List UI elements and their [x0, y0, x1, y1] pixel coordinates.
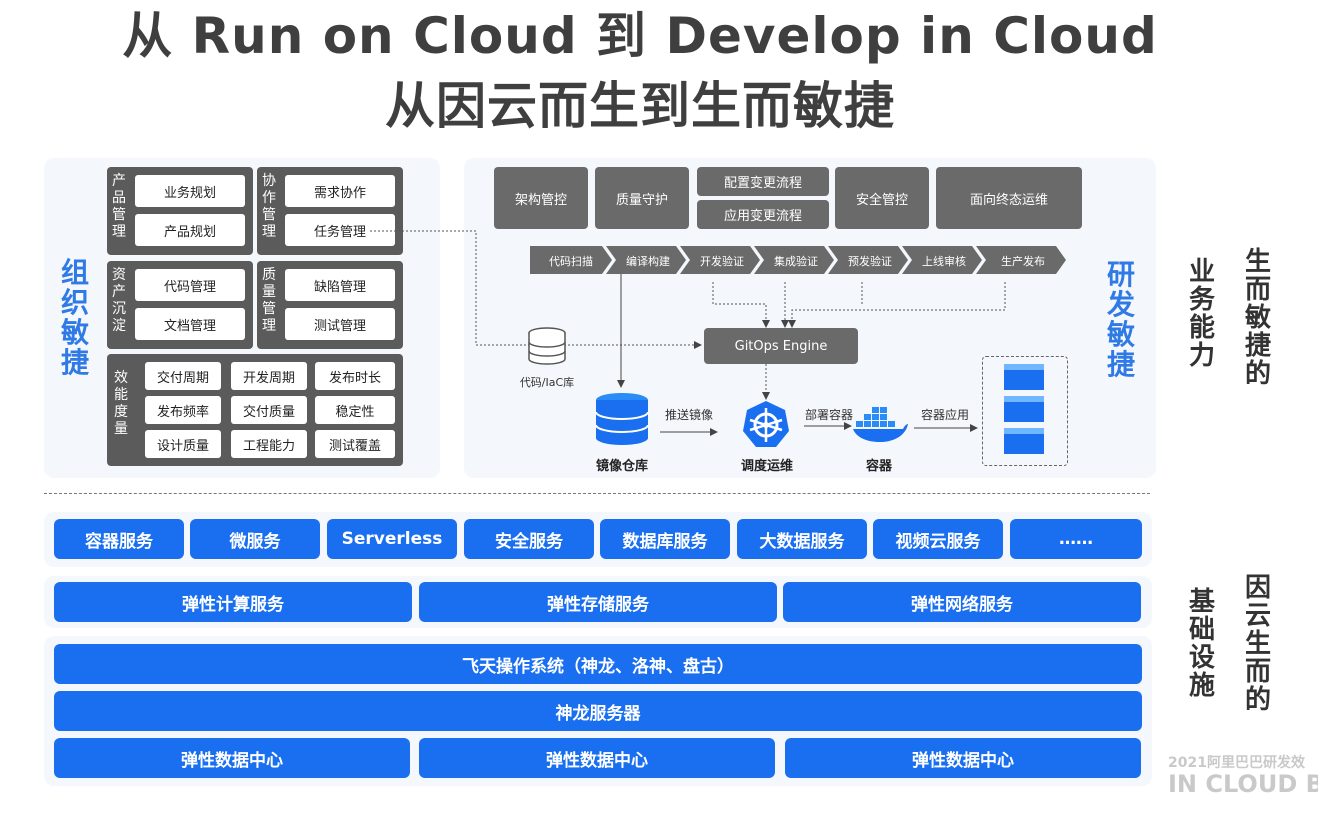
- service-security[interactable]: 安全服务: [464, 519, 594, 559]
- box-security-control[interactable]: 安全管控: [835, 167, 929, 229]
- code-repo-label: 代码/IaC库: [519, 376, 575, 389]
- pipeline-stage[interactable]: 预发验证: [848, 255, 892, 268]
- pipeline-arrows: [530, 246, 1066, 274]
- connector-release-to-gitops: [788, 282, 1006, 328]
- group-product-management: 产品管理 业务规划 产品规划: [107, 167, 253, 255]
- group-label: 协作管理: [262, 173, 276, 240]
- item-task-management[interactable]: 任务管理: [285, 214, 395, 246]
- container-app-icons: [1004, 364, 1044, 454]
- metric-item[interactable]: 设计质量: [145, 430, 221, 458]
- service-serverless[interactable]: Serverless: [327, 519, 457, 559]
- metric-item[interactable]: 发布频率: [145, 396, 221, 424]
- item-business-planning[interactable]: 业务规划: [135, 175, 245, 207]
- item-defect-management[interactable]: 缺陷管理: [285, 269, 395, 301]
- container-label: 容器: [865, 459, 892, 474]
- service-bigdata[interactable]: 大数据服务: [737, 519, 867, 559]
- group-label: 质量管理: [262, 267, 276, 334]
- schedule-ops-label: 调度运维: [740, 459, 793, 474]
- service-microservice[interactable]: 微服务: [190, 519, 320, 559]
- group-label: 资产沉淀: [112, 267, 126, 334]
- item-code-management[interactable]: 代码管理: [135, 269, 245, 301]
- pipeline-stage-shape: [754, 246, 834, 274]
- box-quality-guard[interactable]: 质量守护: [595, 167, 689, 229]
- box-architecture-control[interactable]: 架构管控: [494, 167, 588, 229]
- elastic-datacenter[interactable]: 弹性数据中心: [419, 738, 775, 778]
- service-container[interactable]: 容器服务: [54, 519, 184, 559]
- service-elastic-storage[interactable]: 弹性存储服务: [419, 582, 777, 622]
- elastic-datacenter[interactable]: 弹性数据中心: [785, 738, 1141, 778]
- dev-agile-label: 研发敏捷: [1106, 258, 1135, 381]
- group-label: 效能度量: [114, 370, 128, 437]
- pipeline-stage-shape: [976, 246, 1066, 274]
- group-collaboration-management: 协作管理 需求协作 任务管理: [257, 167, 403, 255]
- pipeline-stage-shape: [606, 246, 686, 274]
- gitops-engine-box[interactable]: GitOps Engine: [704, 328, 858, 364]
- business-capability-label: 业务能力: [1188, 257, 1215, 371]
- database-icon: [528, 327, 566, 365]
- title-line-2: 从因云而生到生而敏捷: [385, 77, 895, 135]
- metric-item[interactable]: 交付周期: [145, 362, 221, 390]
- pipeline-stage-shape: [902, 246, 982, 274]
- item-test-management[interactable]: 测试管理: [285, 308, 395, 340]
- service-more[interactable]: ……: [1010, 519, 1142, 559]
- item-product-planning[interactable]: 产品规划: [135, 214, 245, 246]
- pipeline-stage[interactable]: 代码扫描: [549, 255, 593, 268]
- pipeline: 代码扫描 编译构建 开发验证 集成验证 预发验证 上线审核 生产发布: [530, 246, 1070, 274]
- elastic-datacenter[interactable]: 弹性数据中心: [54, 738, 410, 778]
- watermark-line-2: IN CLOUD BE A: [1168, 770, 1318, 798]
- group-asset-accumulation: 资产沉淀 代码管理 文档管理: [107, 261, 253, 349]
- item-requirement-collab[interactable]: 需求协作: [285, 175, 395, 207]
- watermark-line-1: 2021阿里巴巴研发效: [1168, 755, 1305, 771]
- title-line-1: 从 Run on Cloud 到 Develop in Cloud: [122, 7, 1158, 65]
- metric-item[interactable]: 交付质量: [231, 396, 307, 424]
- pipeline-stage[interactable]: 集成验证: [774, 255, 818, 268]
- image-repo-label: 镜像仓库: [595, 459, 648, 474]
- metric-item[interactable]: 测试覆盖: [315, 430, 395, 458]
- cloud-born-label: 因云生而的: [1244, 573, 1271, 715]
- pipeline-stage-shape: [828, 246, 908, 274]
- org-agile-label: 组织敏捷: [60, 256, 89, 379]
- metric-item[interactable]: 发布时长: [315, 362, 395, 390]
- kubernetes-icon: [743, 401, 789, 447]
- service-video-cloud[interactable]: 视频云服务: [873, 519, 1003, 559]
- deploy-container-label: 部署容器: [804, 408, 853, 422]
- container-app-label: 容器应用: [920, 408, 969, 422]
- metric-item[interactable]: 工程能力: [231, 430, 307, 458]
- born-agile-label: 生而敏捷的: [1244, 247, 1271, 389]
- container-apps-group: [982, 356, 1068, 466]
- pipeline-stage-shape: [680, 246, 760, 274]
- pipeline-stage[interactable]: 上线审核: [922, 255, 966, 268]
- push-image-label: 推送镜像: [664, 408, 713, 422]
- box-app-change-flow[interactable]: 应用变更流程: [697, 200, 829, 229]
- shenlong-server[interactable]: 神龙服务器: [54, 691, 1142, 731]
- container-box-icon: [1004, 428, 1044, 454]
- group-quality-management: 质量管理 缺陷管理 测试管理: [257, 261, 403, 349]
- metric-item[interactable]: 开发周期: [231, 362, 307, 390]
- image-repository-icon: [595, 393, 649, 445]
- item-doc-management[interactable]: 文档管理: [135, 308, 245, 340]
- divider: [44, 493, 1150, 494]
- metric-item[interactable]: 稳定性: [315, 396, 395, 424]
- container-box-icon: [1004, 364, 1044, 390]
- pipeline-stage-shape: [530, 246, 612, 274]
- pipeline-stage[interactable]: 开发验证: [700, 255, 744, 268]
- feitian-os[interactable]: 飞天操作系统（神龙、洛神、盘古）: [54, 644, 1142, 684]
- box-end-state-ops[interactable]: 面向终态运维: [936, 167, 1082, 229]
- service-elastic-network[interactable]: 弹性网络服务: [783, 582, 1141, 622]
- connector-verify-to-gitops: [712, 282, 770, 328]
- service-database[interactable]: 数据库服务: [600, 519, 730, 559]
- group-efficiency-metrics: 效能度量 交付周期 开发周期 发布时长 发布频率 交付质量 稳定性 设计质量 工…: [107, 354, 403, 466]
- docker-whale-icon: [853, 407, 908, 442]
- infrastructure-label: 基础设施: [1188, 587, 1215, 701]
- box-config-change-flow[interactable]: 配置变更流程: [697, 167, 829, 196]
- pipeline-stage[interactable]: 生产发布: [1001, 255, 1045, 268]
- container-box-icon: [1004, 396, 1044, 422]
- service-elastic-compute[interactable]: 弹性计算服务: [54, 582, 412, 622]
- pipeline-stage[interactable]: 编译构建: [626, 255, 670, 268]
- connector-task-to-gitops: [370, 230, 702, 349]
- group-label: 产品管理: [112, 173, 126, 240]
